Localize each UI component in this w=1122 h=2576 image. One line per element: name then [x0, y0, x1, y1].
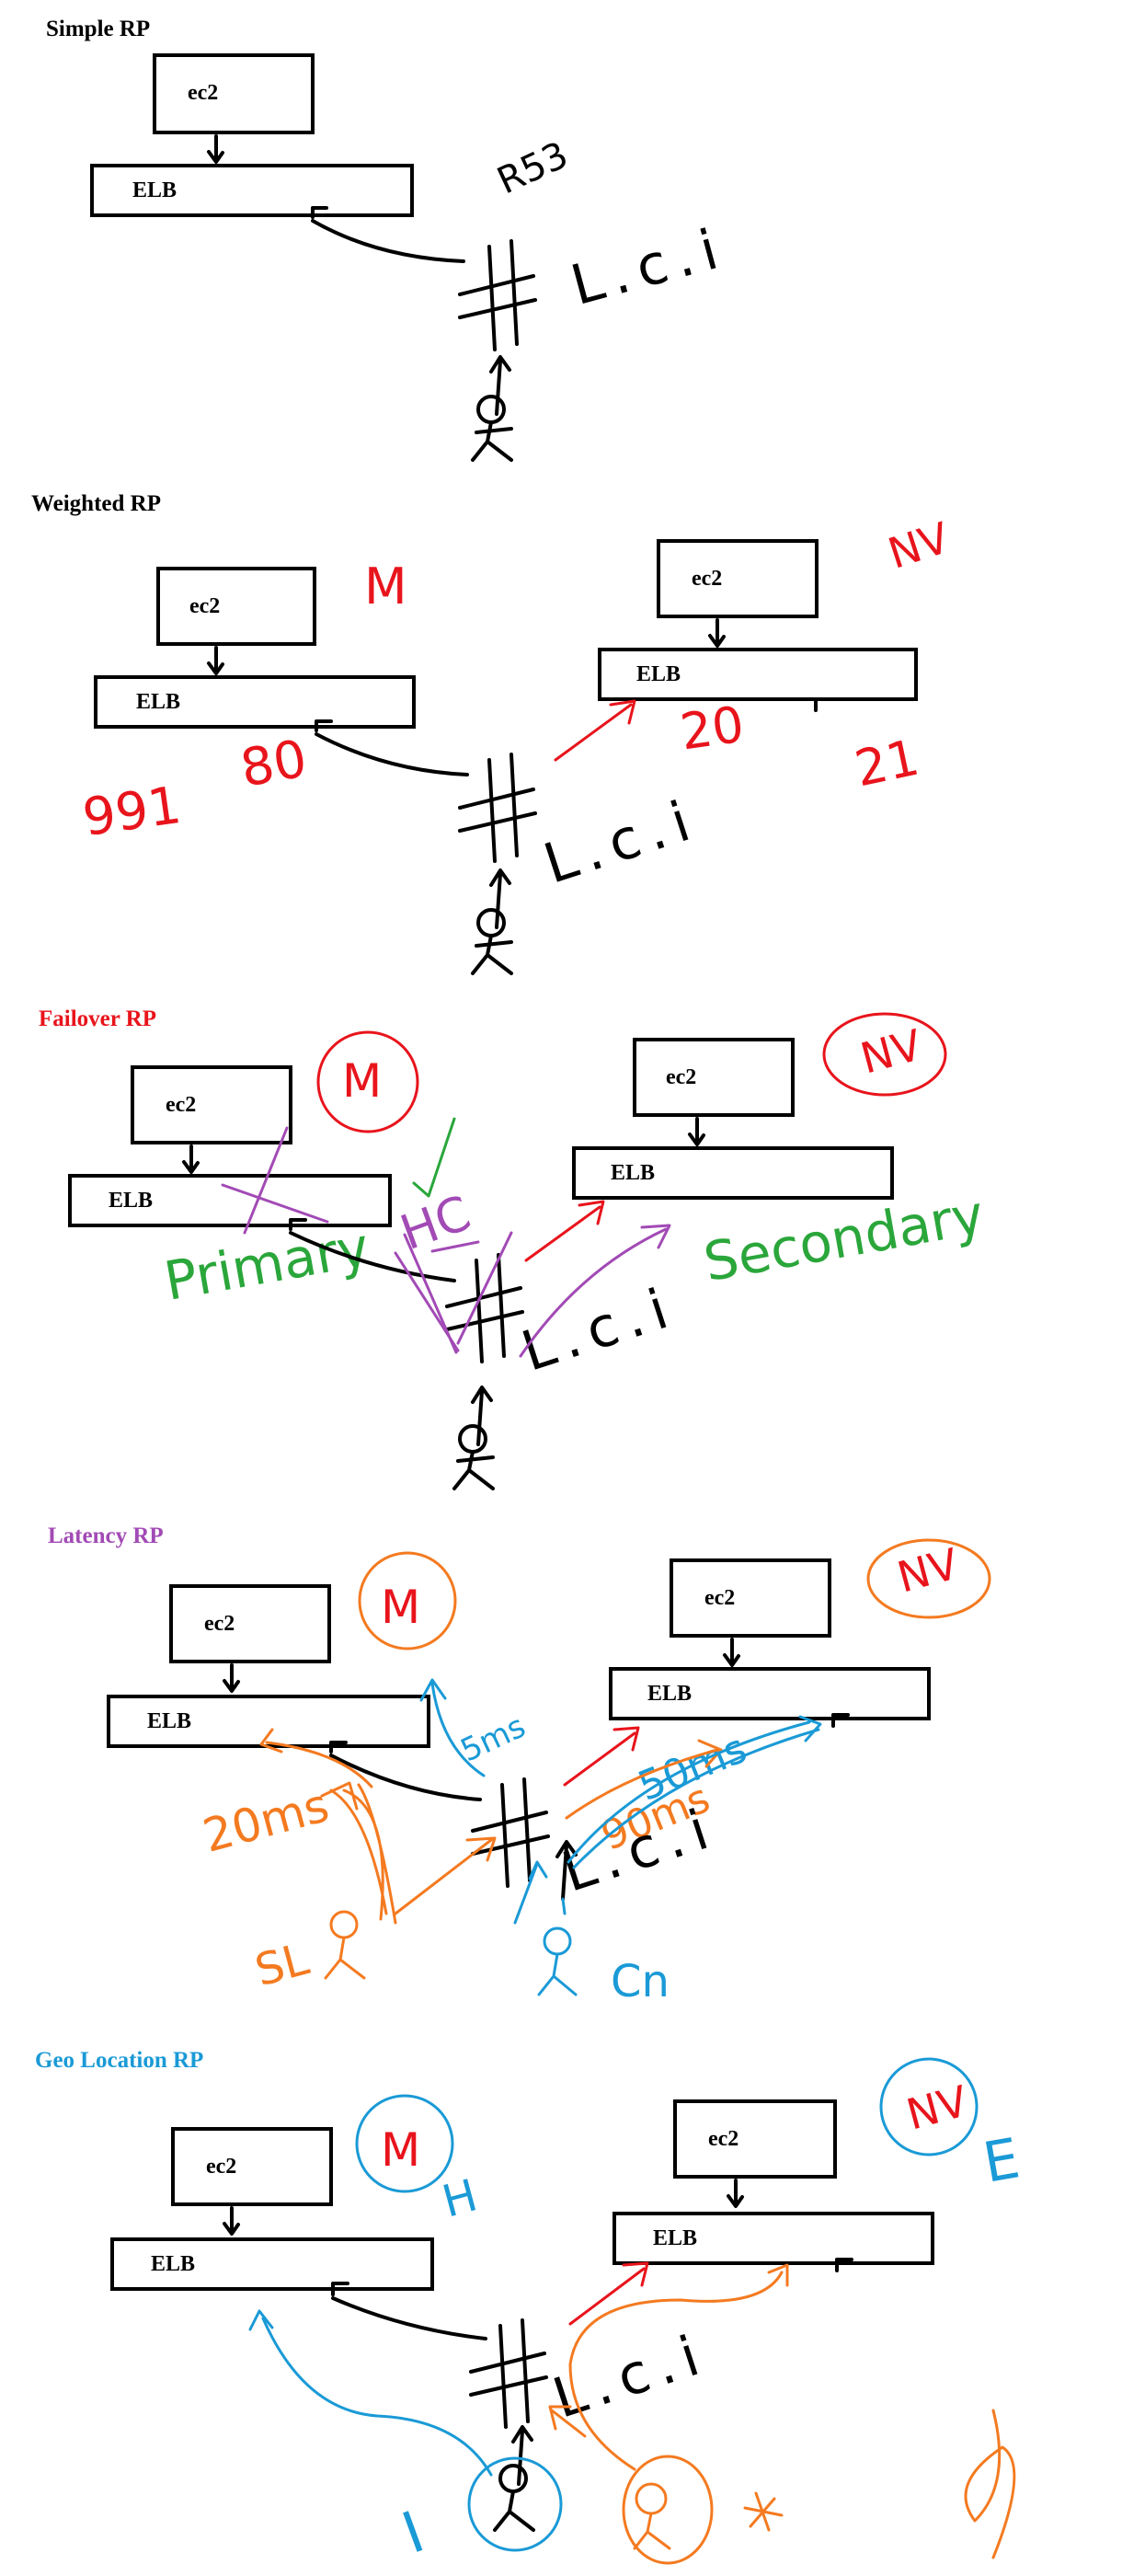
star-icon — [743, 2491, 784, 2532]
user-arrow — [489, 355, 511, 416]
note-sl: SL — [249, 1933, 315, 1997]
elb-box-left: ELB — [107, 1695, 430, 1748]
note-m: M — [381, 1581, 421, 1634]
ec2-label: ec2 — [189, 594, 221, 618]
ec2-label: ec2 — [704, 1586, 736, 1610]
user-head-icon — [476, 395, 506, 424]
note-21: 21 — [850, 728, 924, 799]
elb-label: ELB — [136, 690, 181, 714]
elb-box-right: ELB — [613, 2212, 934, 2265]
ec2-box-right: ec2 — [657, 539, 819, 618]
ec2-label: ec2 — [166, 1093, 197, 1117]
note-hc: HC — [394, 1185, 478, 1262]
ec2-box-left: ec2 — [156, 567, 316, 646]
note-m: M — [381, 2123, 421, 2177]
elb-box-right: ELB — [572, 1146, 894, 1200]
elb-label: ELB — [647, 1682, 693, 1706]
section-title-latency: Latency RP — [48, 1524, 164, 1548]
section-title-simple: Simple RP — [46, 17, 151, 41]
note-latency-20ms: 20ms — [197, 1778, 335, 1863]
ec2-label: ec2 — [206, 2155, 237, 2179]
ec2-box-left: ec2 — [169, 1584, 331, 1663]
note-weight-991: 991 — [78, 775, 185, 849]
note-nv: NV — [892, 1538, 964, 1603]
note-nv: NV — [901, 2076, 973, 2140]
r53-hash-icon — [458, 239, 537, 351]
note-nv: NV — [855, 1019, 927, 1084]
note-i: I — [394, 2498, 433, 2567]
elb-label: ELB — [636, 662, 681, 686]
elb-label: ELB — [109, 1189, 154, 1213]
section-title-geo: Geo Location RP — [35, 2048, 204, 2073]
ec2-box-left: ec2 — [171, 2127, 333, 2206]
note-r53: R53 — [490, 133, 575, 203]
note-weight-20: 20 — [676, 695, 748, 762]
note-lci: L.c.i — [564, 215, 734, 318]
note-primary: Primary — [159, 1215, 374, 1313]
section-title-failover: Failover RP — [39, 1006, 156, 1031]
ec2-label: ec2 — [188, 81, 219, 105]
ec2-box-right: ec2 — [673, 2099, 837, 2179]
elb-box: ELB — [90, 164, 414, 217]
note-lci: L.c.i — [545, 2321, 716, 2432]
ec2-label: ec2 — [666, 1065, 697, 1089]
elb-box-left: ELB — [110, 2237, 434, 2291]
ec2-box-right: ec2 — [633, 1038, 795, 1117]
note-weight-80: 80 — [235, 729, 312, 799]
note-lci: L.c.i — [514, 1274, 684, 1385]
elb-label: ELB — [147, 1709, 192, 1733]
user-body-icon — [471, 420, 513, 462]
note-m: M — [342, 1054, 383, 1108]
elb-box-right: ELB — [598, 648, 918, 701]
note-m: M — [364, 558, 407, 615]
elb-box-left: ELB — [94, 675, 416, 729]
note-cn: Cn — [611, 1956, 670, 2007]
note-h: H — [437, 2169, 483, 2228]
section-title-weighted: Weighted RP — [31, 491, 161, 516]
elb-label: ELB — [611, 1161, 656, 1185]
r53-elb-line — [311, 219, 465, 263]
ec2-box: ec2 — [153, 53, 315, 134]
note-nv: NV — [882, 512, 956, 579]
elb-box-right: ELB — [609, 1667, 931, 1720]
ec2-box-right: ec2 — [670, 1558, 831, 1638]
ec2-box-left: ec2 — [131, 1065, 292, 1144]
note-e: E — [979, 2126, 1025, 2196]
elb-label: ELB — [653, 2226, 698, 2250]
ec2-label: ec2 — [692, 567, 723, 591]
note-lci: L.c.i — [536, 787, 706, 897]
check-icon — [412, 1117, 456, 1198]
ec2-elb-connector — [207, 134, 224, 164]
ec2-label: ec2 — [708, 2127, 739, 2151]
ec2-label: ec2 — [204, 1612, 235, 1636]
elb-label: ELB — [151, 2252, 196, 2276]
note-latency-5ms: 5ms — [454, 1708, 532, 1770]
elb-label: ELB — [132, 178, 177, 202]
